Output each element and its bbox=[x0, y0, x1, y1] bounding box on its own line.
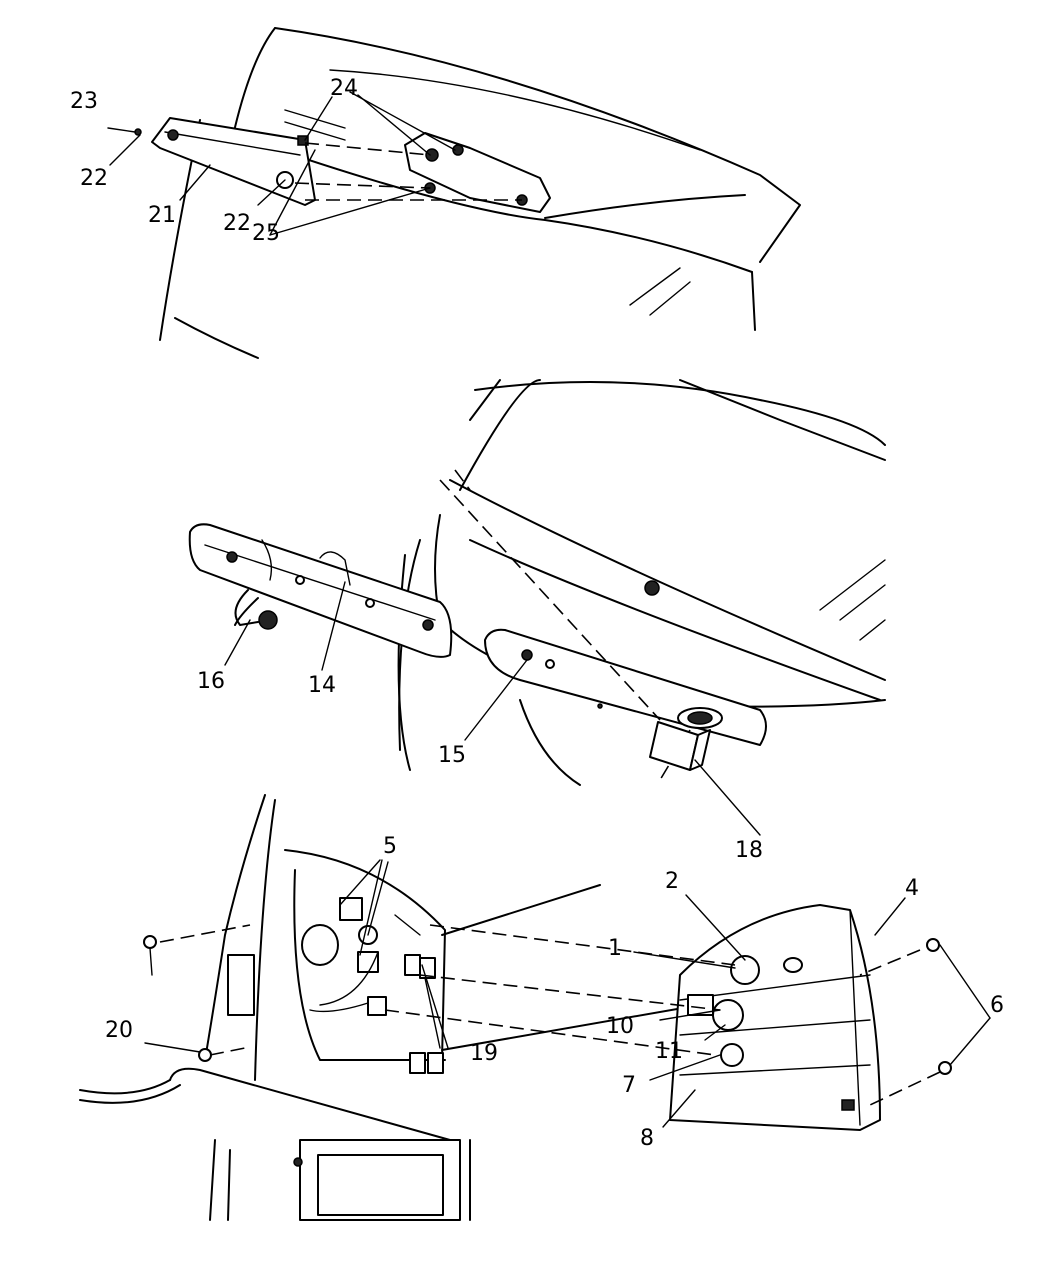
callout-10: 10 bbox=[606, 1014, 634, 1039]
callout-leaders bbox=[107, 91, 991, 1128]
callout-2: 2 bbox=[665, 869, 679, 894]
callout-4: 4 bbox=[905, 876, 919, 901]
middle-view-liftgate bbox=[397, 379, 886, 786]
callout-11: 11 bbox=[655, 1039, 683, 1064]
callout-22-center: 22 bbox=[223, 211, 251, 236]
callout-8: 8 bbox=[640, 1126, 654, 1151]
callout-1: 1 bbox=[608, 936, 622, 961]
callout-14: 14 bbox=[308, 673, 336, 698]
tail-lamp-assembly-4 bbox=[669, 904, 881, 1131]
callout-23: 23 bbox=[70, 89, 98, 114]
applique-lamp-14 bbox=[188, 523, 453, 658]
callout-18: 18 bbox=[735, 838, 763, 863]
middle-view-dash-lines bbox=[439, 469, 691, 781]
callout-25: 25 bbox=[252, 221, 280, 246]
callout-24: 24 bbox=[330, 76, 358, 101]
callout-labels: 1 2 4 5 6 7 8 10 11 14 15 16 18 19 20 21… bbox=[70, 76, 1004, 1151]
top-view-roof-spoiler bbox=[159, 27, 801, 359]
callout-6: 6 bbox=[990, 993, 1004, 1018]
top-view-dash-lines bbox=[294, 142, 522, 201]
callout-21: 21 bbox=[148, 203, 176, 228]
callout-16: 16 bbox=[197, 669, 225, 694]
callout-22-left: 22 bbox=[80, 166, 108, 191]
callout-15: 15 bbox=[438, 743, 466, 768]
bottom-view-dash-lines bbox=[159, 924, 941, 1106]
wire-harness-16 bbox=[234, 589, 278, 630]
callout-20: 20 bbox=[105, 1018, 133, 1043]
callout-19: 19 bbox=[470, 1041, 498, 1066]
callout-5: 5 bbox=[383, 834, 397, 859]
chmsl-lamp-21 bbox=[134, 117, 316, 206]
callout-7: 7 bbox=[622, 1073, 636, 1098]
bolts-6-20 bbox=[143, 935, 952, 1075]
